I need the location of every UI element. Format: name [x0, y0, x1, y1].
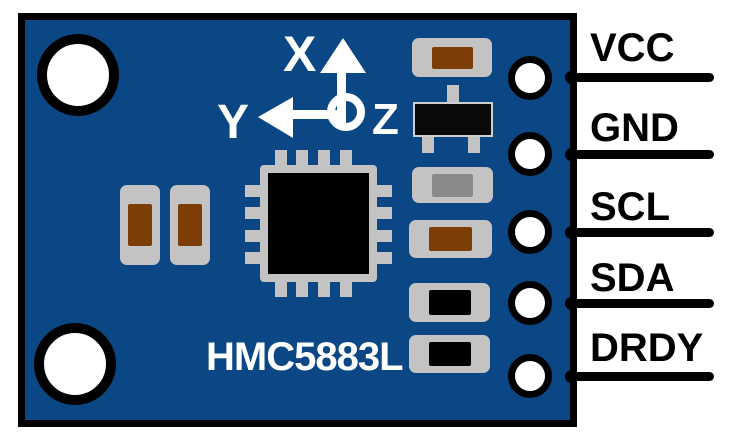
resistor-body: [431, 46, 473, 69]
ic-pad: [340, 281, 352, 297]
leader-line-sda: [565, 297, 714, 310]
resistor-body: [429, 227, 472, 251]
pin-hole-drdy: [508, 354, 552, 398]
pin-label-vcc: VCC: [590, 26, 675, 70]
pin-label-sda: SDA: [590, 256, 675, 300]
ic-pad: [245, 252, 261, 264]
pin-label-gnd: GND: [590, 106, 679, 150]
smd-resistor: [412, 38, 492, 77]
ic-pad: [245, 230, 261, 242]
capacitor-body: [428, 290, 471, 315]
transistor-leg: [468, 137, 480, 153]
ic-chip: [245, 150, 392, 297]
smd-resistor: [170, 185, 210, 265]
board-part-number: HMC5883L: [206, 335, 404, 379]
ic-pad: [318, 150, 330, 166]
ic-pad: [275, 150, 287, 166]
y-axis-arrow-stem: [292, 110, 346, 119]
ic-pad: [376, 252, 392, 264]
smd-resistor: [409, 220, 492, 258]
smd-resistor: [120, 185, 160, 265]
pin-hole-vcc: [508, 56, 552, 100]
capacitor-body: [432, 173, 473, 197]
capacitor-body: [428, 342, 471, 366]
transistor-body: [413, 102, 493, 137]
smd-capacitor: [409, 335, 490, 373]
leader-line-scl: [565, 226, 714, 239]
y-axis-arrow-icon: [258, 97, 293, 138]
resistor-body: [178, 204, 202, 246]
ic-pad: [275, 281, 287, 297]
sot23-transistor: [413, 85, 493, 153]
ic-pad: [376, 230, 392, 242]
ic-pad: [245, 185, 261, 197]
pin-label-scl: SCL: [590, 185, 670, 229]
pin-hole-gnd: [508, 132, 552, 176]
ic-pad: [296, 281, 308, 297]
transistor-leg: [447, 85, 459, 105]
x-axis-arrow-icon: [320, 38, 366, 73]
y-axis-label: Y: [217, 96, 250, 149]
leader-line-vcc: [565, 71, 714, 84]
resistor-body: [128, 204, 152, 246]
smd-capacitor: [409, 283, 490, 322]
ic-package: [260, 165, 377, 282]
transistor-leg: [422, 137, 434, 153]
z-axis-label: Z: [372, 95, 399, 144]
ic-die: [268, 173, 369, 274]
mounting-hole: [34, 323, 116, 405]
mounting-hole: [37, 34, 119, 116]
pin-hole-sda: [508, 281, 552, 325]
pin-label-drdy: DRDY: [590, 326, 704, 370]
x-axis-label: X: [283, 26, 317, 82]
ic-pad: [340, 150, 352, 166]
ic-pad: [376, 207, 392, 219]
ic-pad: [296, 150, 308, 166]
leader-line-gnd: [565, 148, 714, 161]
ic-pad: [318, 281, 330, 297]
z-axis-circle-icon: [327, 93, 365, 131]
ic-pad: [245, 207, 261, 219]
smd-capacitor: [412, 167, 493, 203]
leader-line-drdy: [565, 370, 714, 383]
pin-hole-scl: [508, 210, 552, 254]
ic-pad: [376, 185, 392, 197]
